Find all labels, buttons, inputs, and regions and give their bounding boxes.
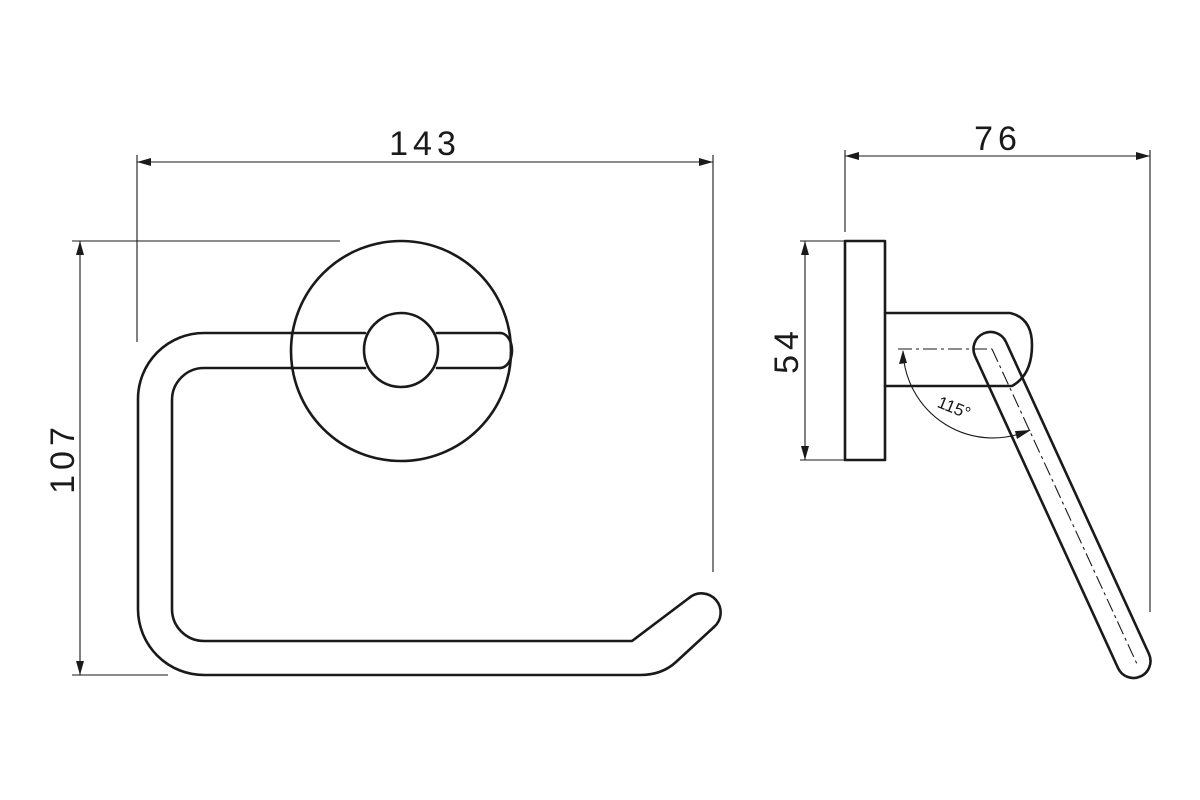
flange-arrow-bottom	[801, 446, 809, 460]
side-rod	[972, 330, 1152, 680]
front-rod-end-cap	[498, 331, 514, 370]
front-boss	[362, 311, 440, 389]
angle-arc	[902, 350, 1031, 439]
front-rod-outer	[136, 331, 716, 677]
height-arrow-top	[76, 241, 84, 255]
side-arm-housing	[883, 311, 1034, 388]
front-rod-tip	[687, 592, 722, 629]
flange-height-dimension: 54	[768, 241, 809, 460]
depth-label: 76	[974, 120, 1022, 158]
front-view: 143 107	[44, 125, 722, 677]
angle-arrow-end	[1015, 430, 1031, 439]
side-rod-axis	[991, 348, 1138, 665]
front-rosette	[289, 239, 513, 463]
side-view: 76 54 115°	[768, 120, 1152, 680]
front-rod-inner	[170, 366, 691, 643]
angle-label: 115°	[935, 393, 974, 423]
depth-dimension: 76	[845, 120, 1150, 160]
depth-arrow-right	[1136, 152, 1150, 160]
flange-height-label: 54	[768, 326, 806, 374]
width-arrow-right	[699, 158, 713, 166]
flange-arrow-top	[801, 241, 809, 255]
width-arrow-left	[137, 158, 151, 166]
width-dimension: 143	[137, 125, 713, 166]
height-label: 107	[44, 422, 82, 494]
depth-arrow-left	[845, 152, 859, 160]
width-label: 143	[389, 125, 461, 163]
height-arrow-bottom	[76, 661, 84, 675]
angle-arrow-start	[899, 350, 907, 364]
height-dimension: 107	[44, 241, 84, 675]
side-wall-plate	[843, 239, 887, 462]
